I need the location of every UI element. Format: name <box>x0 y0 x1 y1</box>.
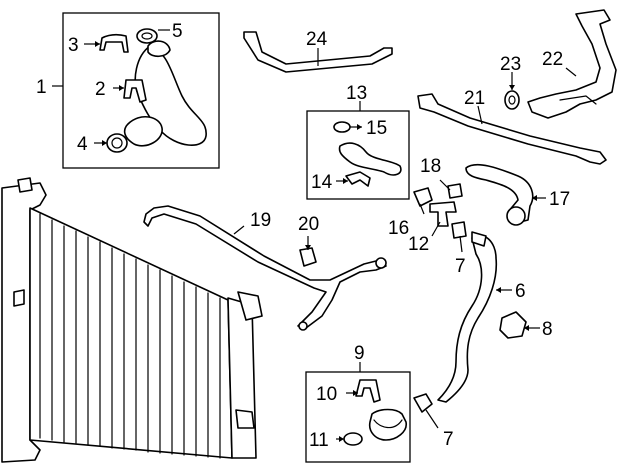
callout-7-lower: 7 <box>443 429 454 450</box>
callout-16: 16 <box>388 218 409 239</box>
callout-23: 23 <box>500 54 521 75</box>
lower-radiator-hose <box>437 234 498 403</box>
kit-box-13 <box>306 110 410 200</box>
callout-14: 14 <box>311 172 333 193</box>
callout-12: 12 <box>408 234 429 255</box>
callout-15: 15 <box>366 118 387 139</box>
callout-13: 13 <box>346 83 367 104</box>
callout-11: 11 <box>309 430 329 451</box>
clamp-10 <box>355 379 381 403</box>
callout-4: 4 <box>77 134 88 155</box>
callout-5: 5 <box>172 21 183 42</box>
kit-box-9 <box>305 371 411 463</box>
callout-9: 9 <box>354 343 365 364</box>
callout-6: 6 <box>515 281 526 302</box>
callout-17: 17 <box>549 189 570 210</box>
hose-clamp <box>99 33 129 53</box>
hose-13 <box>338 142 402 176</box>
callout-labels: 1 2 3 4 5 24 22 23 21 13 15 14 18 17 16 … <box>36 21 570 451</box>
callout-21: 21 <box>464 88 485 109</box>
callout-19: 19 <box>250 210 271 231</box>
upper-radiator-hose <box>123 40 207 147</box>
callout-7-upper: 7 <box>455 256 466 277</box>
callout-3: 3 <box>68 35 79 56</box>
connector-16 <box>413 187 433 207</box>
callout-24: 24 <box>306 29 328 50</box>
clamp-7-lower <box>413 393 433 413</box>
o-ring-11 <box>343 432 363 446</box>
water-outlet <box>368 408 407 441</box>
leader-arrowheads <box>95 41 537 442</box>
callout-2: 2 <box>95 79 106 100</box>
connector-18 <box>447 183 463 199</box>
callout-18: 18 <box>420 156 441 177</box>
o-ring-23 <box>504 90 520 110</box>
o-ring-4 <box>106 133 128 153</box>
coolant-pipe-21 <box>417 93 607 165</box>
callout-8: 8 <box>542 319 553 340</box>
callout-22: 22 <box>542 49 563 70</box>
o-ring-5 <box>136 28 158 44</box>
bracket-20 <box>299 247 317 267</box>
callout-20: 20 <box>298 214 319 235</box>
callout-1: 1 <box>36 77 47 98</box>
o-ring-15 <box>333 121 351 133</box>
thermostat-cap-8 <box>499 311 527 339</box>
kit-box-1 <box>62 12 220 169</box>
callout-10: 10 <box>316 384 337 405</box>
radiator <box>1 177 263 463</box>
coolant-pipe-24 <box>243 31 393 73</box>
tee-connector-12 <box>429 201 457 227</box>
clamp-2 <box>123 79 147 103</box>
coolant-pipe-19 <box>143 205 387 329</box>
clamp-14 <box>345 171 371 187</box>
clamp-7-upper <box>451 221 467 239</box>
coolant-pipe-22 <box>527 9 617 119</box>
